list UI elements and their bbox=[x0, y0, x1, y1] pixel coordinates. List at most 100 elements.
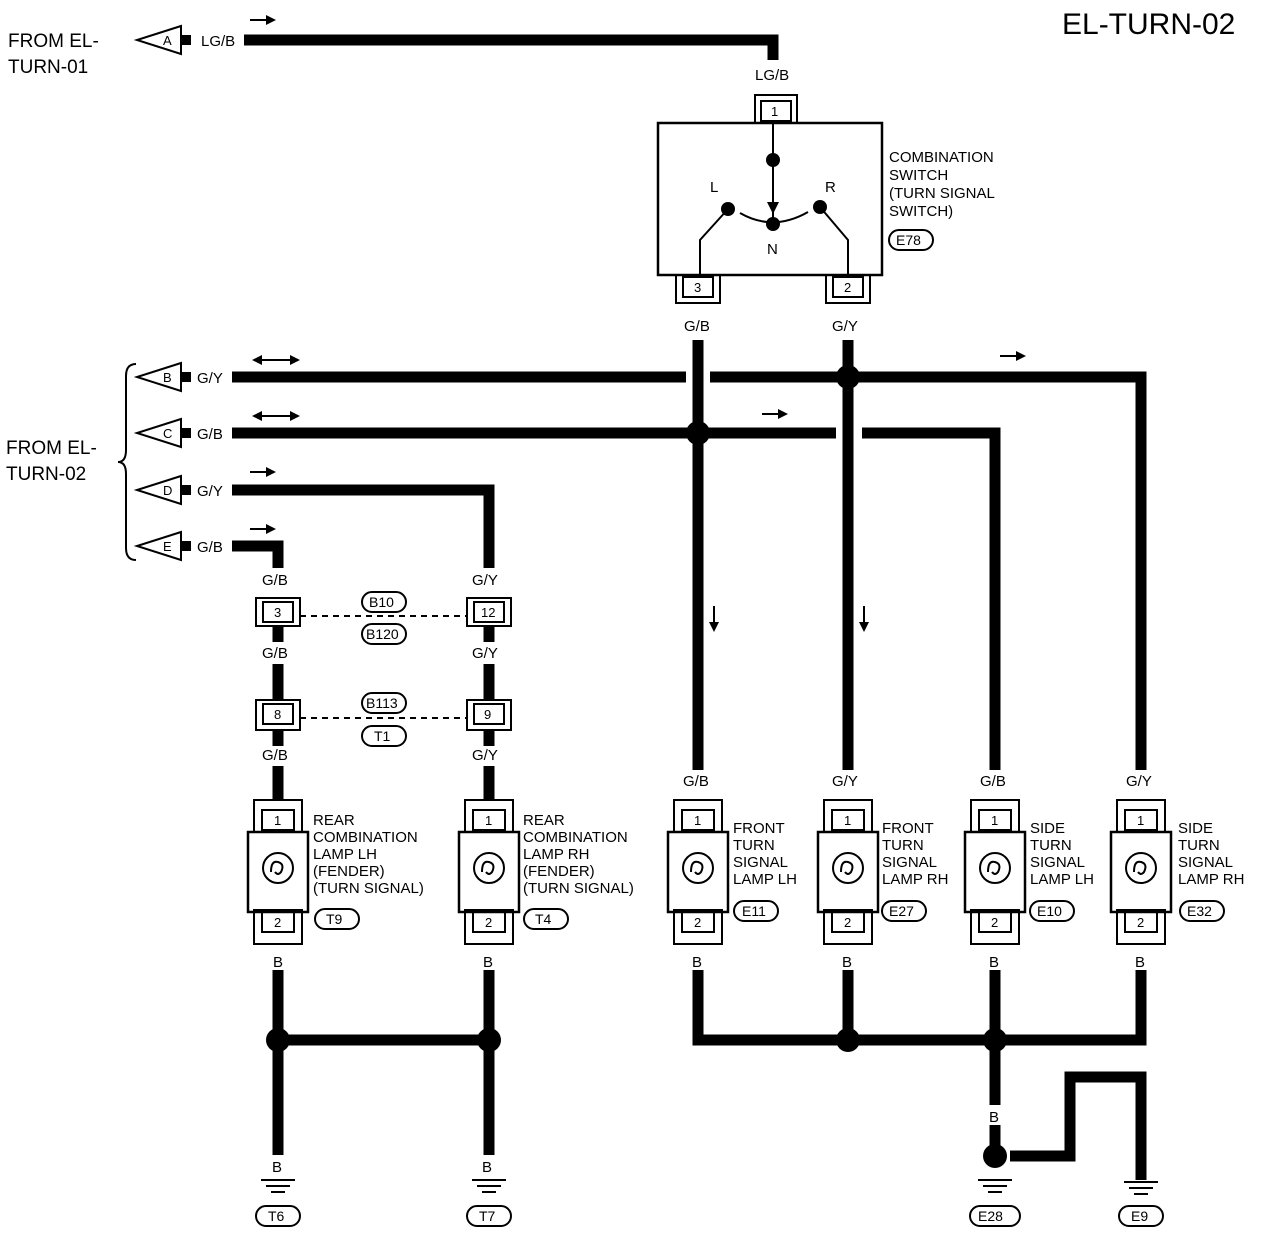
lamp-side-lh-wire-out: B bbox=[989, 954, 999, 971]
junction-1-left-pin: 3 bbox=[274, 605, 281, 620]
switch-position-n: N bbox=[767, 241, 778, 258]
ground-e9-wire: B bbox=[1135, 1109, 1145, 1126]
junction-2-right-pin: 9 bbox=[484, 707, 491, 722]
connector-c: C G/B bbox=[133, 417, 223, 449]
lamp-side-rh-name-line4: LAMP RH bbox=[1178, 871, 1244, 888]
lamp-front-rh-name-line4: LAMP RH bbox=[882, 871, 948, 888]
switch-name-line1: COMBINATION bbox=[889, 149, 994, 166]
lamp-front-lh: G/B 1 2 FRONT TURN SIGNAL LAMP LH E11 B bbox=[666, 773, 797, 971]
lamp-front-lh-connector-id: E11 bbox=[742, 903, 766, 919]
ground-t7-id: T7 bbox=[479, 1208, 496, 1224]
connector-b-id: B bbox=[163, 370, 172, 385]
from-el-turn-02-label-line1: FROM EL- bbox=[6, 438, 97, 459]
lamp-rear-rh-name-line3: LAMP RH bbox=[523, 846, 589, 863]
lamp-side-lh-wire-in: G/B bbox=[980, 773, 1006, 790]
lamp-side-rh-connector-id: E32 bbox=[1187, 903, 1212, 919]
rear-rh-wire-label-1: G/Y bbox=[472, 572, 498, 589]
lamp-side-rh-wire-out: B bbox=[1135, 954, 1145, 971]
connector-b: B G/Y bbox=[133, 361, 223, 393]
lamp-side-rh-name-line2: TURN bbox=[1178, 837, 1220, 854]
lamp-rear-rh: 1 2 REAR COMBINATION LAMP RH (FENDER) (T… bbox=[457, 799, 634, 971]
lamp-side-lh-name-line1: SIDE bbox=[1030, 820, 1065, 837]
lamp-rear-rh-connector-id: T4 bbox=[535, 911, 552, 927]
wire-crossings bbox=[686, 370, 862, 446]
connector-d: D G/Y bbox=[133, 474, 223, 506]
ground-t6-id: T6 bbox=[268, 1208, 285, 1224]
ground-t7-wire: B bbox=[482, 1159, 492, 1176]
connector-group-brace bbox=[117, 363, 137, 561]
connector-c-id: C bbox=[163, 426, 172, 441]
switch-name-line4: SWITCH) bbox=[889, 203, 953, 220]
junction-1-connector-b-id: B120 bbox=[366, 626, 399, 642]
connector-e-id: E bbox=[163, 539, 172, 554]
connector-a-id: A bbox=[163, 33, 172, 48]
connector-a-wire: LG/B bbox=[201, 33, 235, 50]
lamp-rear-lh-connector-badge: T9 bbox=[314, 908, 360, 930]
lamp-rear-lh-pin-2: 2 bbox=[274, 915, 281, 930]
lamp-rear-rh-pin-2: 2 bbox=[485, 915, 492, 930]
ground-link-wire-label: B bbox=[1064, 1109, 1074, 1126]
lamp-rear-lh-name-line3: LAMP LH bbox=[313, 846, 377, 863]
flow-arrows bbox=[250, 15, 1026, 632]
lamp-front-rh-wire-out: B bbox=[842, 954, 852, 971]
lamp-front-rh-name-line1: FRONT bbox=[882, 820, 934, 837]
ground-t6-wire: B bbox=[272, 1159, 282, 1176]
lamp-side-rh-name-line3: SIGNAL bbox=[1178, 854, 1233, 871]
lamp-rear-lh-wire-out: B bbox=[273, 954, 283, 971]
lamp-rear-lh: 1 2 REAR COMBINATION LAMP LH (FENDER) (T… bbox=[246, 799, 424, 971]
junction-2-left-pin: 8 bbox=[274, 707, 281, 722]
junction-1: G/B G/Y 3 12 B10 B120 G/B G/Y bbox=[255, 572, 512, 662]
from-el-turn-02-label-line2: TURN-02 bbox=[6, 464, 86, 485]
lamp-rear-lh-name-line4: (FENDER) bbox=[313, 863, 385, 880]
rear-lh-wire-label-2: G/B bbox=[262, 645, 288, 662]
lamp-rear-rh-name-line1: REAR bbox=[523, 812, 565, 829]
switch-name-line3: (TURN SIGNAL bbox=[889, 185, 995, 202]
from-el-turn-01-label-line1: FROM EL- bbox=[8, 31, 99, 52]
lamp-side-lh-connector-badge: E10 bbox=[1029, 900, 1075, 922]
junction-1-connector-b: B120 bbox=[361, 623, 407, 645]
lamp-front-rh-name-line3: SIGNAL bbox=[882, 854, 937, 871]
lamp-rear-rh-connector-badge: T4 bbox=[523, 908, 569, 930]
ground-e28-id: E28 bbox=[978, 1208, 1003, 1224]
lamp-front-lh-pin-2: 2 bbox=[694, 915, 701, 930]
lamp-front-lh-connector-badge: E11 bbox=[733, 900, 779, 922]
lamp-side-lh-connector-id: E10 bbox=[1037, 903, 1062, 919]
lamp-rear-lh-connector-id: T9 bbox=[326, 911, 343, 927]
ground-e28-wire-upper: B bbox=[989, 1109, 999, 1126]
lamp-rear-rh-name-line5: (TURN SIGNAL) bbox=[523, 880, 634, 897]
ground-t7: B T7 bbox=[466, 1159, 512, 1227]
lamp-front-rh-pin-2: 2 bbox=[844, 915, 851, 930]
junction-1-connector-a: B10 bbox=[361, 591, 407, 613]
switch-wire-left-label: G/B bbox=[684, 318, 710, 335]
lamp-side-lh-name-line3: SIGNAL bbox=[1030, 854, 1085, 871]
splices bbox=[266, 365, 1007, 1168]
diagram-title: EL-TURN-02 bbox=[1062, 8, 1235, 41]
switch-pin-1-label: 1 bbox=[771, 104, 778, 119]
junction-2-connector-b: T1 bbox=[361, 725, 407, 747]
lamp-side-rh-pin-1: 1 bbox=[1137, 813, 1144, 828]
lamp-front-rh-wire-in: G/Y bbox=[832, 773, 858, 790]
junction-1-right-pin: 12 bbox=[481, 605, 495, 620]
switch-pin-2: 2 bbox=[825, 274, 871, 304]
lamp-rear-rh-name-line4: (FENDER) bbox=[523, 863, 595, 880]
ground-t6: B T6 bbox=[255, 1159, 301, 1227]
connector-b-wire: G/Y bbox=[197, 370, 223, 387]
ground-t7-badge: T7 bbox=[466, 1205, 512, 1227]
lamp-side-rh-connector-badge: E32 bbox=[1179, 900, 1225, 922]
lamp-front-rh-connector-id: E27 bbox=[889, 903, 914, 919]
lamp-rear-rh-wire-out: B bbox=[483, 954, 493, 971]
ground-e9-badge: E9 bbox=[1118, 1205, 1164, 1227]
lamp-side-lh-name-line4: LAMP LH bbox=[1030, 871, 1094, 888]
lamp-front-lh-name-line3: SIGNAL bbox=[733, 854, 788, 871]
lamp-rear-lh-pin-1: 1 bbox=[274, 813, 281, 828]
lamp-front-lh-wire-in: G/B bbox=[683, 773, 709, 790]
ground-e9-id: E9 bbox=[1131, 1208, 1148, 1224]
lamp-side-rh-pin-2: 2 bbox=[1137, 915, 1144, 930]
ground-e28-badge: E28 bbox=[969, 1205, 1021, 1227]
connector-e-wire: G/B bbox=[197, 539, 223, 556]
junction-1-connector-a-id: B10 bbox=[369, 594, 394, 610]
rear-lh-wire-label-3: G/B bbox=[262, 747, 288, 764]
lamp-rear-lh-name-line1: REAR bbox=[313, 812, 355, 829]
ground-e9: B E9 bbox=[1118, 1109, 1164, 1227]
